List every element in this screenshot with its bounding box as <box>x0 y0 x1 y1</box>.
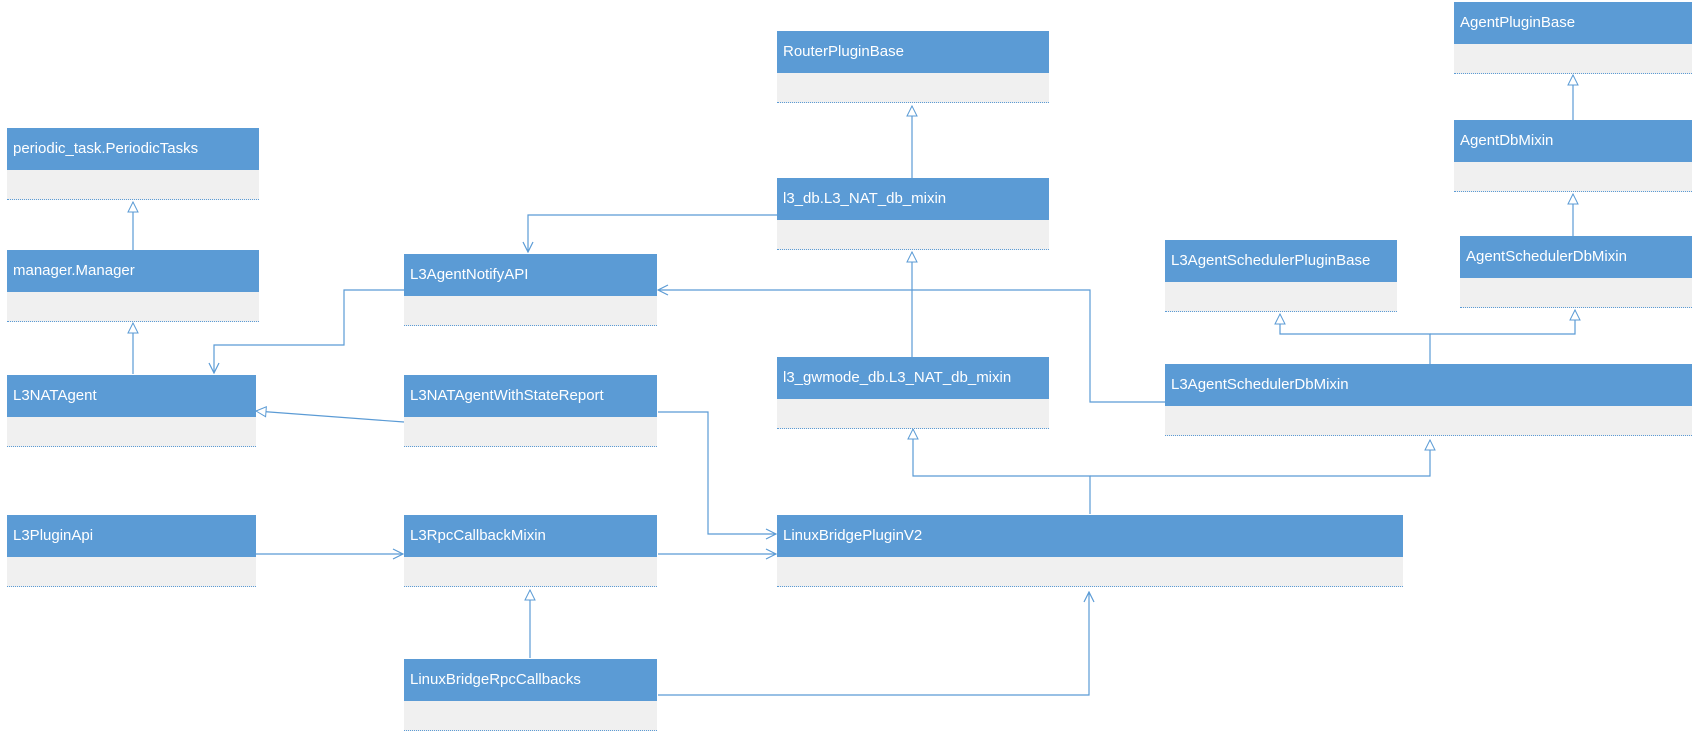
class-name: AgentSchedulerDbMixin <box>1460 236 1692 278</box>
class-name: L3PluginApi <box>7 515 256 557</box>
class-l3-agent-scheduler-plugin-base[interactable]: L3AgentSchedulerPluginBase <box>1165 240 1397 312</box>
class-name: L3NATAgentWithStateReport <box>404 375 657 417</box>
class-linux-bridge-plugin-v2[interactable]: LinuxBridgePluginV2 <box>777 515 1403 587</box>
assoc-notifyapi-natagent <box>214 289 404 373</box>
class-members <box>1165 282 1397 312</box>
assoc-callbacks-lbplugin <box>658 592 1089 696</box>
class-l3-nat-db-mixin[interactable]: l3_db.L3_NAT_db_mixin <box>777 178 1049 250</box>
class-name: AgentDbMixin <box>1454 120 1692 162</box>
class-name: AgentPluginBase <box>1454 2 1692 44</box>
class-members <box>404 557 657 587</box>
class-members <box>1165 406 1692 436</box>
class-name: LinuxBridgeRpcCallbacks <box>404 659 657 701</box>
class-members <box>404 701 657 731</box>
class-name: RouterPluginBase <box>777 31 1049 73</box>
inherit-lbplugin-l3sched <box>1090 440 1430 477</box>
inherit-statereport-natagent <box>256 411 405 423</box>
class-name: L3AgentNotifyAPI <box>404 254 657 296</box>
assoc-l3sched-notifyapi <box>658 290 1165 403</box>
class-l3-agent-notify-api[interactable]: L3AgentNotifyAPI <box>404 254 657 326</box>
inherit-l3sched-scheddb <box>1430 310 1575 335</box>
class-members <box>1460 278 1692 308</box>
class-members <box>1454 44 1692 74</box>
class-l3-agent-scheduler-db-mixin[interactable]: L3AgentSchedulerDbMixin <box>1165 364 1692 436</box>
class-periodic-tasks[interactable]: periodic_task.PeriodicTasks <box>7 128 259 200</box>
class-agent-scheduler-db-mixin[interactable]: AgentSchedulerDbMixin <box>1460 236 1692 308</box>
class-manager[interactable]: manager.Manager <box>7 250 259 322</box>
class-name: manager.Manager <box>7 250 259 292</box>
class-name: LinuxBridgePluginV2 <box>777 515 1403 557</box>
class-members <box>777 399 1049 429</box>
class-members <box>404 417 657 447</box>
class-members <box>777 73 1049 103</box>
class-agent-db-mixin[interactable]: AgentDbMixin <box>1454 120 1692 192</box>
class-members <box>7 417 256 447</box>
class-members <box>7 170 259 200</box>
class-members <box>7 292 259 322</box>
class-members <box>1454 162 1692 192</box>
class-router-plugin-base[interactable]: RouterPluginBase <box>777 31 1049 103</box>
assoc-statereport-lbplugin <box>658 411 776 534</box>
class-agent-plugin-base[interactable]: AgentPluginBase <box>1454 2 1692 74</box>
class-linux-bridge-rpc-callbacks[interactable]: LinuxBridgeRpcCallbacks <box>404 659 657 731</box>
class-l3-nat-agent-with-state-report[interactable]: L3NATAgentWithStateReport <box>404 375 657 447</box>
class-name: L3AgentSchedulerPluginBase <box>1165 240 1397 282</box>
class-l3-plugin-api[interactable]: L3PluginApi <box>7 515 256 587</box>
assoc-l3db-notifyapi <box>528 214 777 252</box>
class-members <box>404 296 657 326</box>
class-members <box>777 220 1049 250</box>
class-name: L3RpcCallbackMixin <box>404 515 657 557</box>
class-l3-nat-agent[interactable]: L3NATAgent <box>7 375 256 447</box>
class-name: periodic_task.PeriodicTasks <box>7 128 259 170</box>
class-l3-gwmode-db-mixin[interactable]: l3_gwmode_db.L3_NAT_db_mixin <box>777 357 1049 429</box>
class-name: l3_db.L3_NAT_db_mixin <box>777 178 1049 220</box>
class-name: L3AgentSchedulerDbMixin <box>1165 364 1692 406</box>
class-members <box>777 557 1403 587</box>
class-name: l3_gwmode_db.L3_NAT_db_mixin <box>777 357 1049 399</box>
class-name: L3NATAgent <box>7 375 256 417</box>
inherit-l3sched-schedbase <box>1280 314 1431 364</box>
class-l3-rpc-callback-mixin[interactable]: L3RpcCallbackMixin <box>404 515 657 587</box>
class-members <box>7 557 256 587</box>
inherit-lbplugin-gwmode <box>913 429 1091 514</box>
